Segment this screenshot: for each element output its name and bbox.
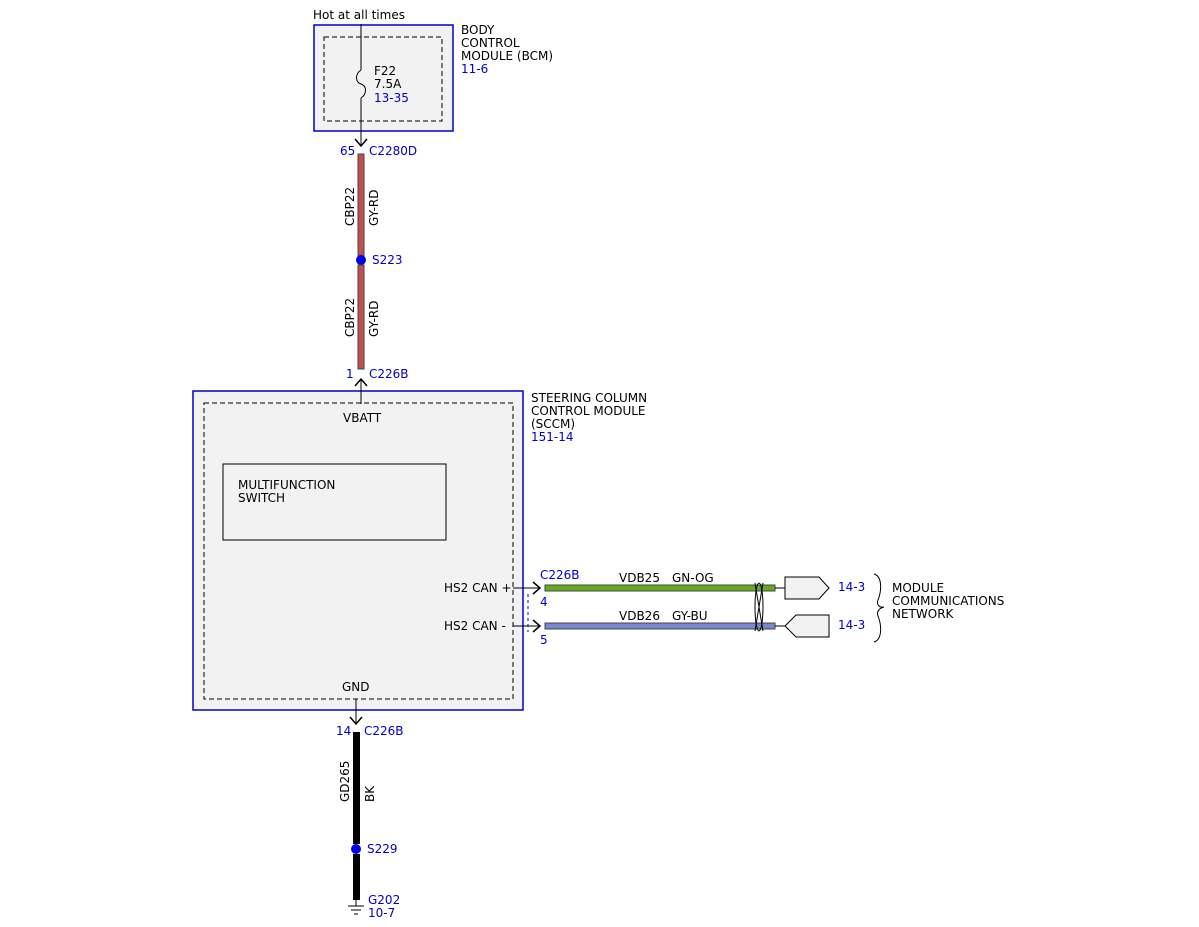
ground-connector-symbol: [349, 716, 363, 726]
wire-ground: [353, 732, 360, 844]
bcm-name-line-2: CONTROL: [461, 36, 520, 50]
wire-ground-circuit: GD265: [338, 761, 352, 802]
can-minus-dest-ref[interactable]: 14-3: [838, 618, 865, 632]
wire-mid-color: GY-RD: [367, 300, 381, 337]
wire-upper-circuit: CBP22: [343, 187, 357, 226]
bcm-connector-symbol: [354, 138, 368, 148]
sccm-name-line-1: STEERING COLUMN: [531, 391, 647, 405]
ground-pin: 14: [336, 724, 351, 738]
network-line-2: COMMUNICATIONS: [892, 594, 1004, 608]
twisted-pair-symbol: [754, 582, 764, 632]
bcm-ref[interactable]: 11-6: [461, 62, 488, 76]
twisted-pair-cross-2: [754, 582, 764, 632]
bcm-connector[interactable]: C2280D: [369, 144, 417, 158]
sccm-ref[interactable]: 151-14: [531, 430, 574, 444]
wire-upper: [357, 153, 365, 259]
sccm-name-line-2: CONTROL MODULE: [531, 404, 646, 418]
sccm-gnd-label: GND: [342, 680, 370, 694]
can-minus-circuit: VDB26: [619, 609, 660, 623]
network-line-3: NETWORK: [892, 607, 955, 621]
sccm-name-line-3: (SCCM): [531, 417, 575, 431]
multifunction-switch-line-2: SWITCH: [238, 491, 285, 505]
ground-ref[interactable]: 10-7: [368, 906, 395, 920]
splice-lower-dot: [351, 844, 361, 854]
multifunction-switch-box: [222, 463, 447, 541]
fuse-rating: 7.5A: [374, 77, 402, 91]
can-plus-wire: [544, 584, 776, 592]
fuse-symbol: [356, 69, 366, 99]
wire-ground-lower: [353, 854, 360, 900]
can-minus-pin: 5: [540, 633, 548, 647]
splice-lower-label: S229: [367, 842, 398, 856]
network-brace: [873, 573, 885, 643]
bcm-pin: 65: [340, 144, 355, 158]
sccm-module-box: [192, 390, 524, 711]
wire-mid-circuit: CBP22: [343, 298, 357, 337]
can-minus-wire: [544, 622, 776, 630]
can-plus-color: GN-OG: [672, 571, 714, 585]
can-plus-dest-flag[interactable]: [784, 576, 830, 600]
can-plus-label: HS2 CAN +: [444, 581, 512, 595]
sccm-inner-box: [203, 402, 514, 700]
bcm-name-line-1: BODY: [461, 23, 495, 37]
can-minus-color: GY-BU: [672, 609, 708, 623]
ground-id[interactable]: G202: [368, 893, 400, 907]
fuse-ref[interactable]: 13-35: [374, 91, 409, 105]
fuse-id: F22: [374, 64, 396, 78]
ground-connector[interactable]: C226B: [364, 724, 404, 738]
sccm-power-pin: 1: [346, 367, 354, 381]
can-minus-label: HS2 CAN -: [444, 619, 506, 633]
wire-mid: [357, 264, 365, 370]
splice-upper-label: S223: [372, 253, 403, 267]
splice-upper-dot: [356, 255, 366, 265]
can-connector[interactable]: C226B: [540, 568, 580, 582]
can-minus-connector-symbol: [532, 619, 542, 633]
can-plus-pin: 4: [540, 595, 548, 609]
can-plus-dest-ref[interactable]: 14-3: [838, 580, 865, 594]
multifunction-switch-line-1: MULTIFUNCTION: [238, 478, 335, 492]
bcm-module-box: [313, 24, 454, 132]
network-line-1: MODULE: [892, 581, 944, 595]
can-plus-connector-symbol: [532, 581, 542, 595]
can-minus-dest-flag[interactable]: [784, 614, 830, 638]
sccm-power-connector[interactable]: C226B: [369, 367, 409, 381]
sccm-vbatt-label: VBATT: [343, 411, 382, 425]
wire-upper-color: GY-RD: [367, 189, 381, 226]
power-label: Hot at all times: [313, 8, 405, 22]
bcm-inner-box: [323, 36, 443, 122]
bcm-name-line-3: MODULE (BCM): [461, 49, 553, 63]
wire-ground-color: BK: [363, 785, 377, 802]
can-plus-circuit: VDB25: [619, 571, 660, 585]
